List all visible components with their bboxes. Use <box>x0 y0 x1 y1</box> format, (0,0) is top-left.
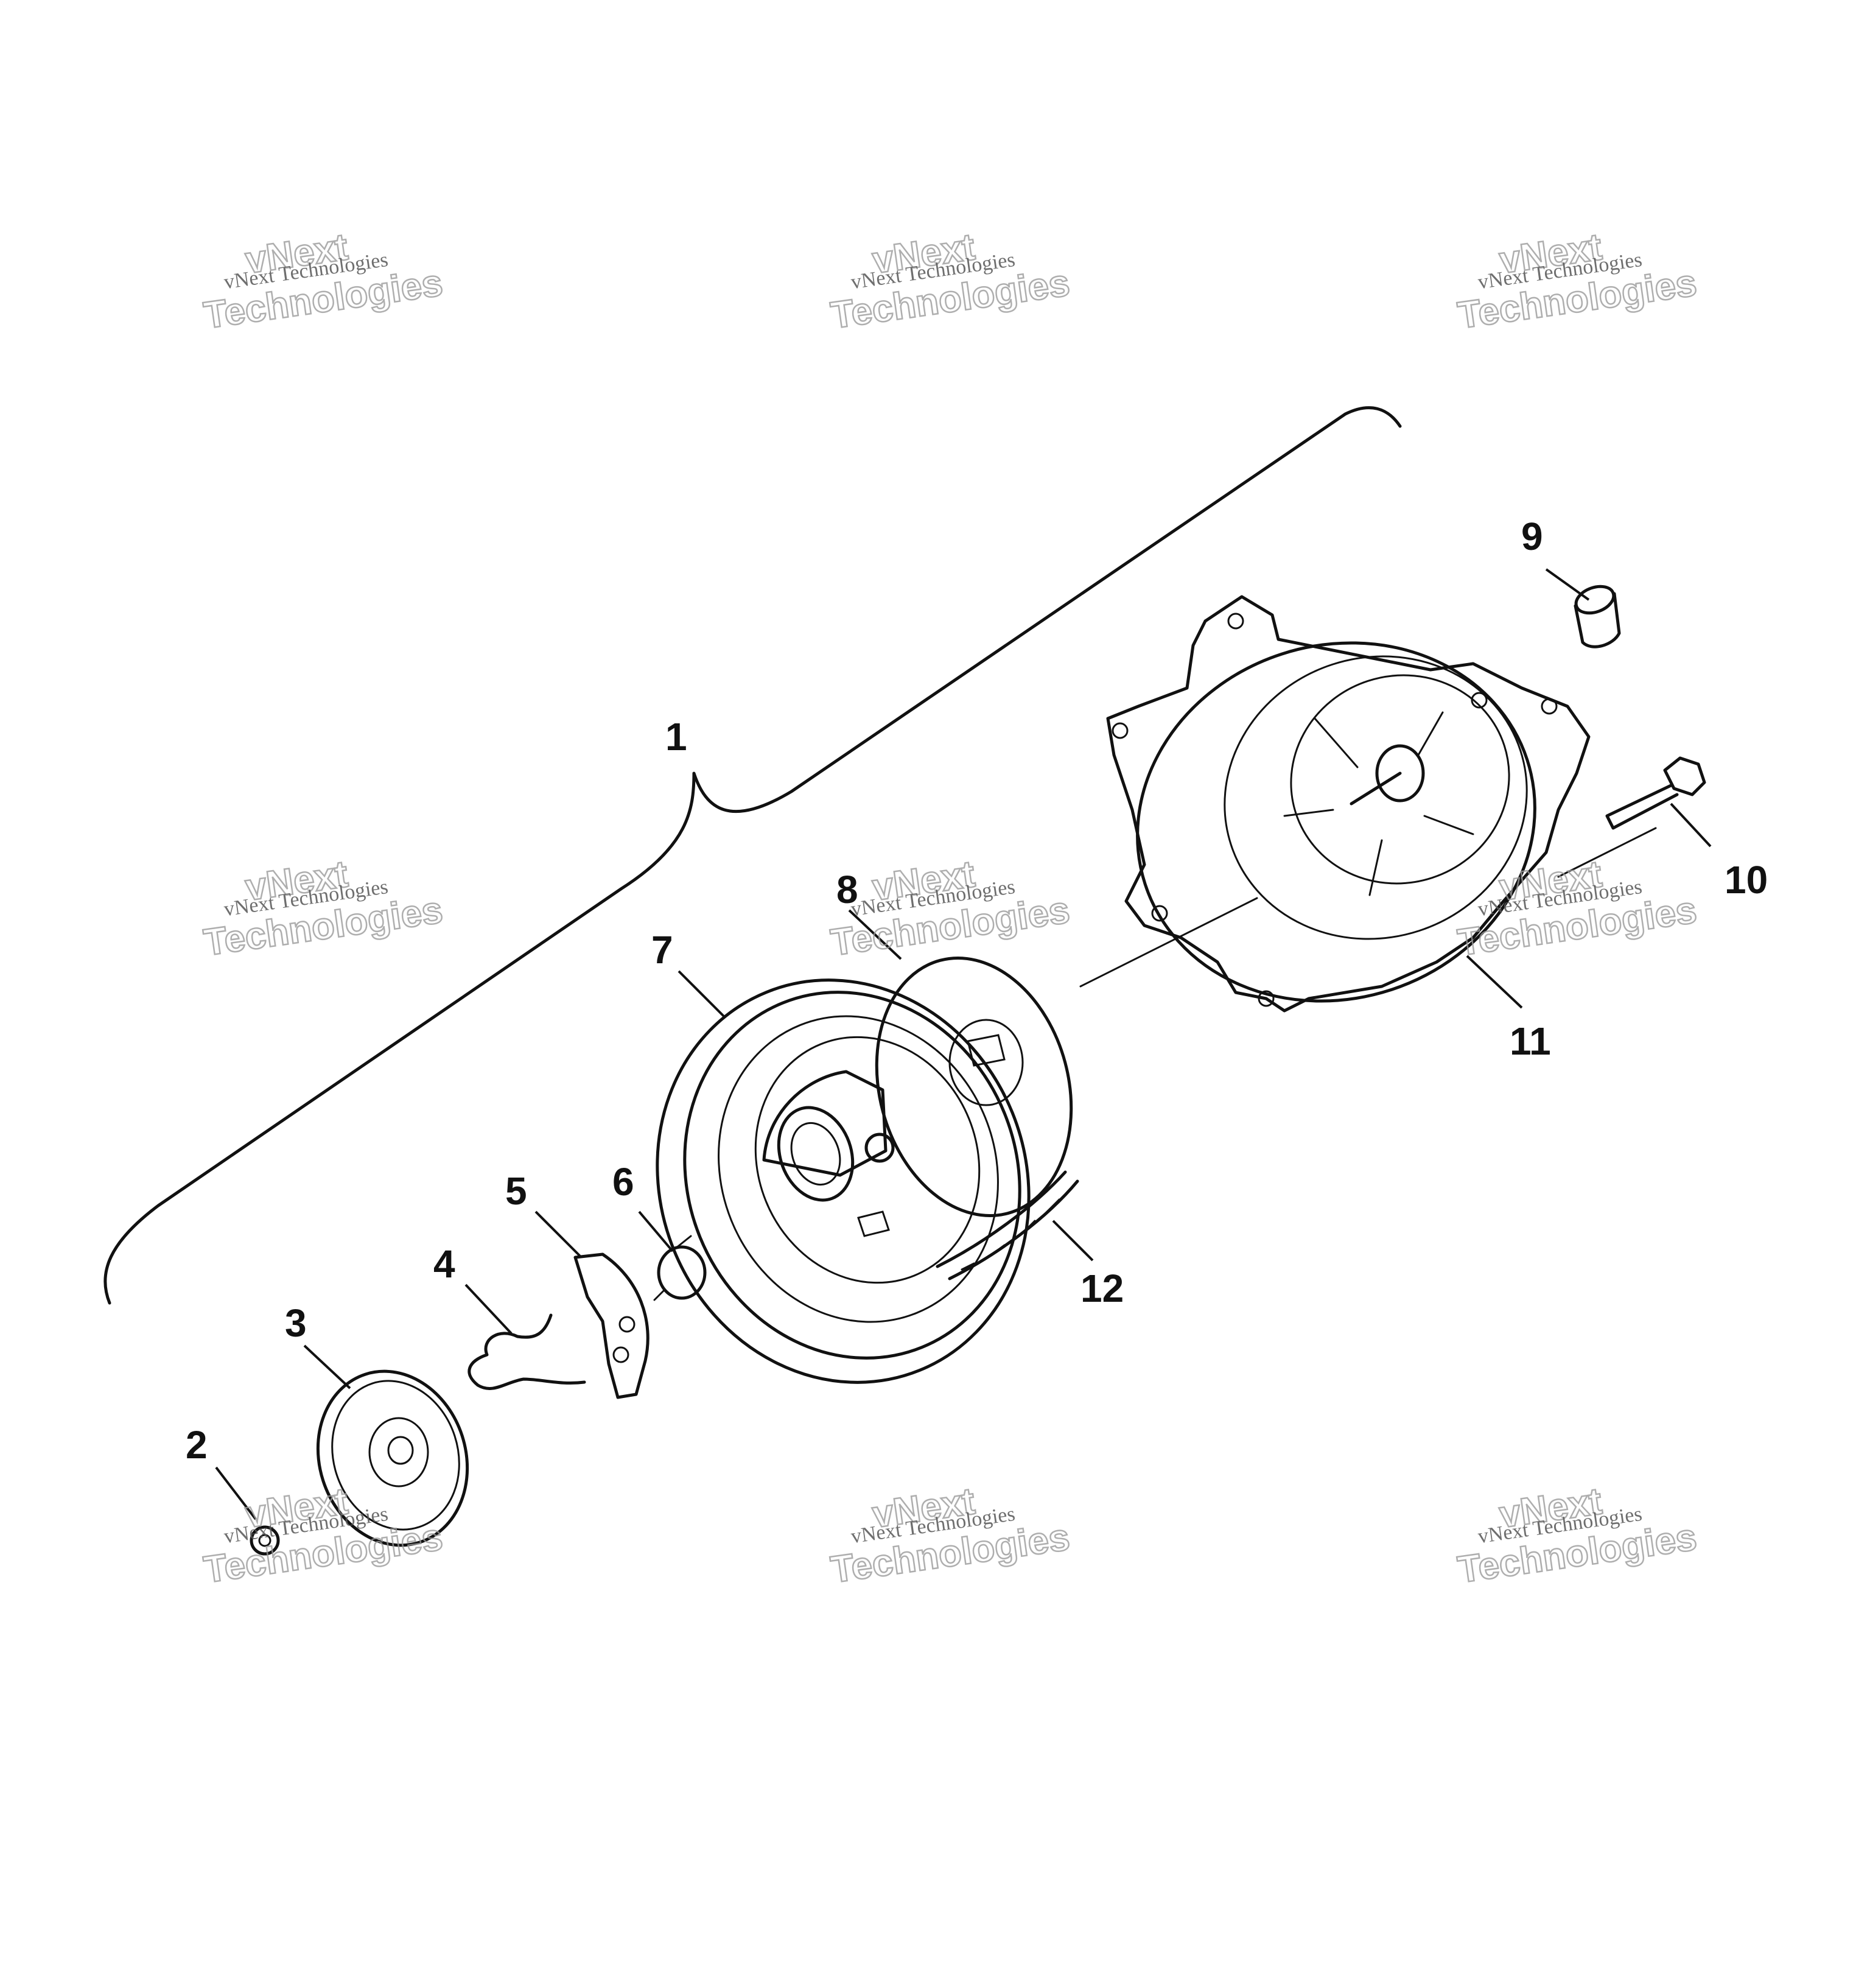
leader-2 <box>215 1466 257 1520</box>
watermark: vNext vNext Technologies Technologies <box>200 852 446 965</box>
leader-4 <box>464 1284 513 1335</box>
part-2-nut <box>250 1525 280 1556</box>
leader-8 <box>848 909 902 960</box>
part-8-recoil-spring <box>875 956 1073 1218</box>
leader-5 <box>534 1210 583 1259</box>
part-5-pawl <box>573 1252 650 1399</box>
leader-11 <box>1466 955 1523 1009</box>
leader-9 <box>1545 568 1590 601</box>
callout-11: 11 <box>1510 1019 1551 1063</box>
part-7-pulley <box>656 978 1031 1384</box>
leader-12 <box>1052 1220 1094 1262</box>
callout-12: 12 <box>1080 1266 1124 1310</box>
callout-9: 9 <box>1521 515 1543 558</box>
callout-7: 7 <box>651 928 673 972</box>
leader-3 <box>303 1344 351 1389</box>
watermark: vNext vNext Technologies Technologies <box>827 852 1073 965</box>
callout-10: 10 <box>1725 858 1768 902</box>
center-line-housing <box>1079 897 1258 988</box>
watermark: vNext vNext Technologies Technologies <box>1454 225 1700 338</box>
callout-5: 5 <box>505 1169 527 1213</box>
callout-4: 4 <box>433 1242 455 1286</box>
callout-3: 3 <box>285 1301 307 1345</box>
part-12-rope <box>936 1170 1079 1280</box>
part-4-spring-clip <box>468 1313 586 1390</box>
watermark: vNext vNext Technologies Technologies <box>827 225 1073 338</box>
watermark: vNext vNext Technologies Technologies <box>200 225 446 338</box>
watermark: vNext vNext Technologies Technologies <box>827 1480 1073 1592</box>
leader-7 <box>678 970 726 1018</box>
leader-10 <box>1670 803 1712 848</box>
part-3-cover <box>316 1369 469 1547</box>
callout-8: 8 <box>836 868 858 911</box>
callout-2: 2 <box>186 1423 208 1467</box>
callout-6: 6 <box>612 1160 634 1204</box>
watermark: vNext vNext Technologies Technologies <box>1454 1480 1700 1592</box>
callout-1: 1 <box>665 715 687 759</box>
part-9-bushing <box>1574 585 1621 648</box>
part-11-housing <box>1106 595 1591 1013</box>
leader-6 <box>638 1210 674 1252</box>
center-line-bolt <box>1557 827 1657 878</box>
part-10-bolt <box>1605 756 1706 830</box>
watermark: vNext vNext Technologies Technologies <box>200 1480 446 1592</box>
assembly-bracket <box>103 406 1402 1305</box>
part-6-spring <box>653 1235 707 1301</box>
watermark: vNext vNext Technologies Technologies <box>1454 852 1700 965</box>
